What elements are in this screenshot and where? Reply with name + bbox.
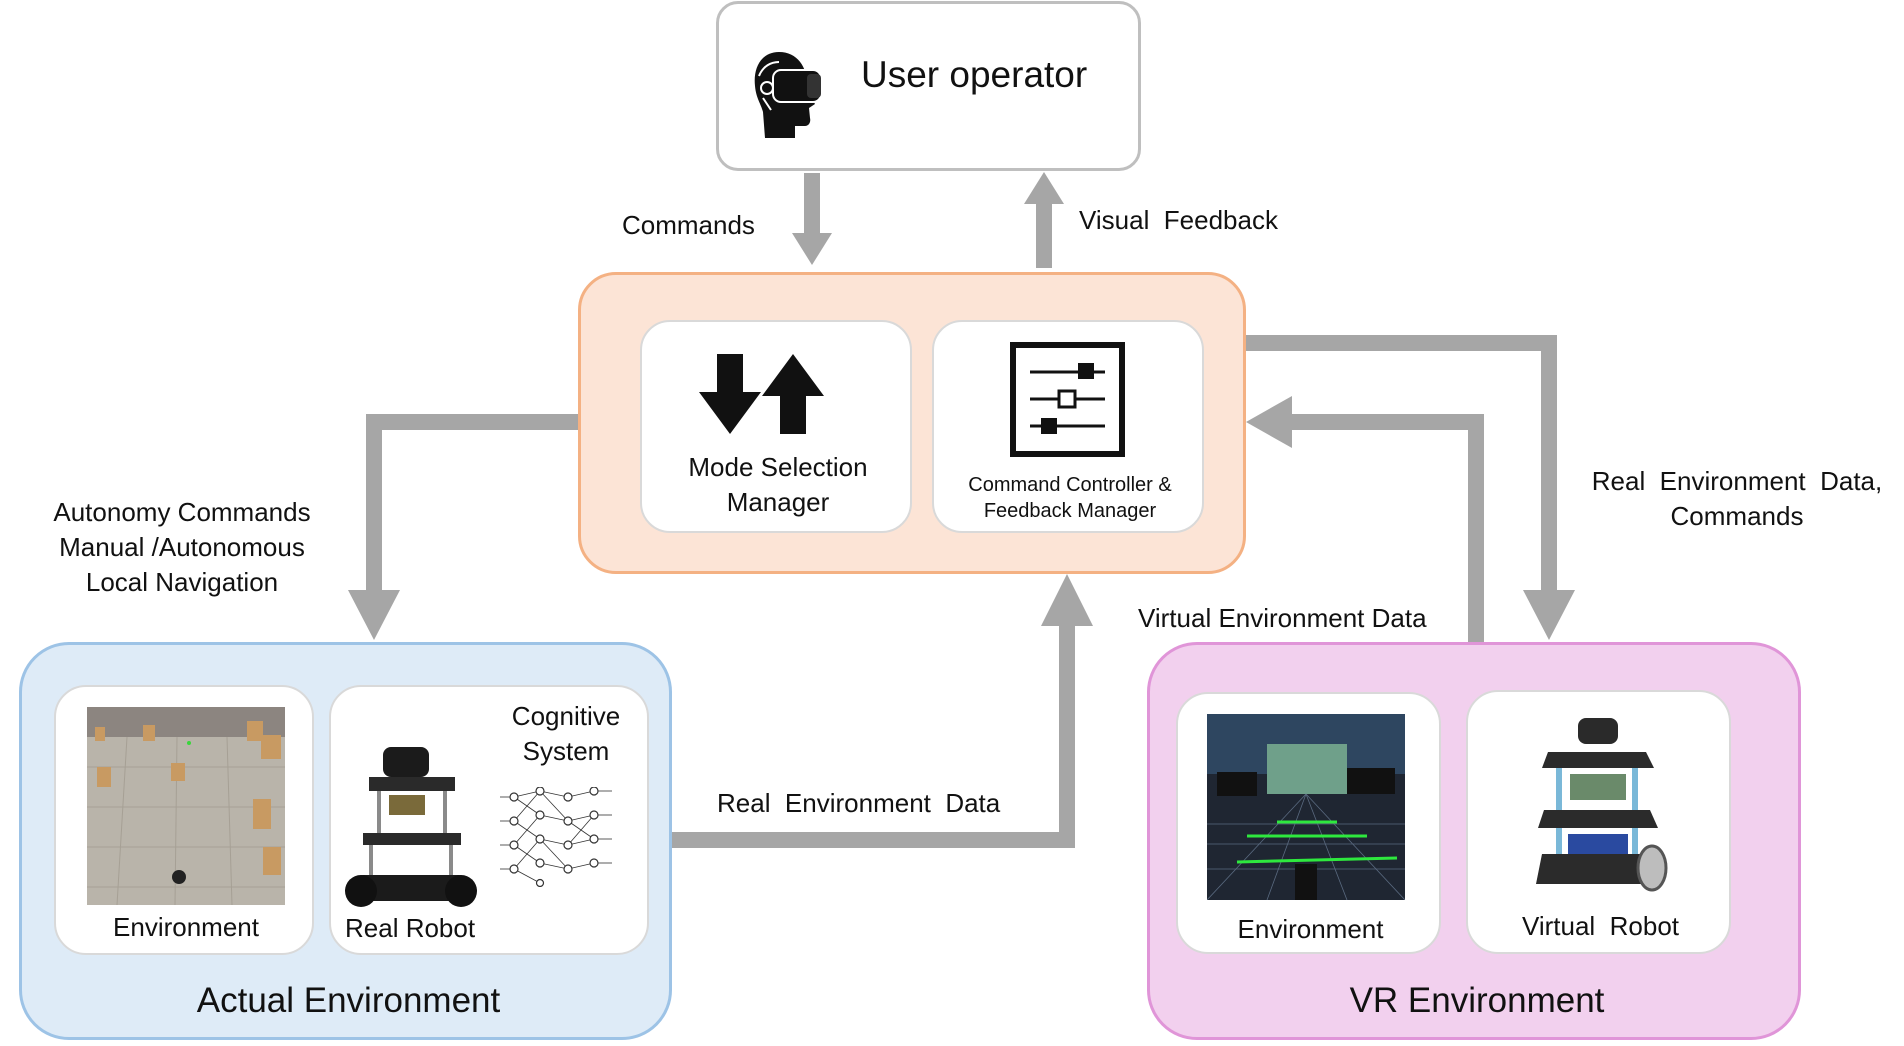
vr-environment-card: Environment (1176, 692, 1441, 954)
actual-environment-card: Environment (54, 685, 314, 955)
user-operator-box: User operator (716, 1, 1141, 171)
real-robot-label: Real Robot (345, 913, 476, 943)
vr-headset-user-icon (754, 52, 822, 138)
sliders-control-icon (1010, 342, 1125, 457)
up-down-arrows-icon (699, 354, 824, 434)
commands-label: Commands (622, 210, 755, 240)
commands-arrow (792, 173, 832, 265)
real-env-data-arrow (671, 574, 1093, 848)
command-controller-card: Command Controller & Feedback Manager (932, 320, 1204, 533)
virtual-env-data-arrow (1246, 396, 1484, 642)
vr-environment-render (1207, 714, 1405, 900)
mode-selection-card: Mode Selection Manager (640, 320, 912, 533)
real-env-data-label: Real Environment Data (717, 788, 1001, 818)
user-operator-title: User operator (861, 54, 1088, 95)
virtual-robot-render (1536, 718, 1668, 892)
real-environment-photo (87, 707, 285, 905)
cognitive-system-line2: System (522, 736, 610, 766)
vr-environment-title: VR Environment (1349, 981, 1605, 1020)
mode-selection-line1: Mode Selection (688, 452, 868, 482)
actual-environment-label: Environment (113, 912, 259, 942)
neural-network-icon (500, 787, 612, 887)
virtual-env-data-label: Virtual Environment Data (1138, 603, 1427, 633)
visual-feedback-arrow (1024, 172, 1064, 268)
real-env-commands-arrow (1245, 335, 1575, 640)
virtual-robot-card: Virtual Robot (1466, 690, 1731, 954)
autonomy-commands-line3: Local Navigation (85, 567, 279, 597)
real-robot-card: Cognitive System Real Robot (329, 685, 649, 955)
autonomy-commands-line2: Manual /Autonomous (59, 532, 305, 562)
actual-environment-title: Actual Environment (196, 981, 501, 1020)
vr-environment-label: Environment (1237, 914, 1384, 944)
autonomy-commands-line1: Autonomy Commands (53, 497, 311, 527)
real-env-commands-line2: Commands (1670, 501, 1804, 531)
real-robot-photo (345, 747, 477, 907)
control-box: Mode Selection Manager Command Controlle… (578, 272, 1246, 574)
actual-environment-box: Environment (19, 642, 672, 1040)
vr-environment-box: Environment Virtual Robot VR Environment (1147, 642, 1801, 1040)
autonomy-commands-arrow (348, 414, 578, 640)
mode-selection-line2: Manager (726, 487, 830, 517)
command-controller-line1: Command Controller & (968, 474, 1172, 496)
real-env-commands-line1: Real Environment Data, (1591, 466, 1883, 496)
command-controller-line2: Feedback Manager (983, 500, 1157, 522)
visual-feedback-label: Visual Feedback (1079, 205, 1278, 235)
cognitive-system-line1: Cognitive (511, 701, 621, 731)
virtual-robot-label: Virtual Robot (1521, 911, 1680, 941)
